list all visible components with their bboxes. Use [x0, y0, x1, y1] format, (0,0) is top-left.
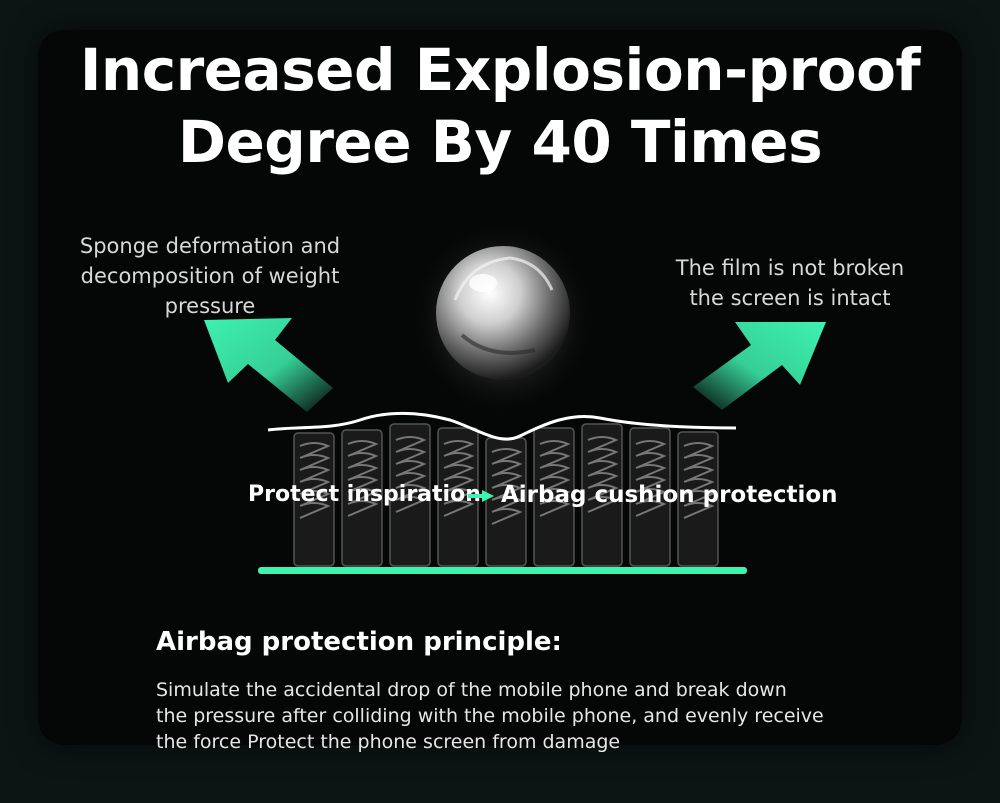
- sponge-deformation-note: Sponge deformation and decomposition of …: [40, 231, 380, 321]
- screen-intact-note: The film is not broken the screen is int…: [640, 253, 940, 313]
- principle-line-1: Simulate the accidental drop of the mobi…: [156, 679, 787, 701]
- right-arrow-small-icon: [468, 490, 494, 502]
- right-arrow-icon: [693, 322, 826, 410]
- headline: Increased Explosion-proof Degree By 40 T…: [0, 34, 1000, 178]
- principle-line-2: the pressure after colliding with the mo…: [156, 705, 824, 727]
- protect-inspiration-label: Protect inspiration: [248, 482, 481, 507]
- airbag-cushion-label: Airbag cushion protection: [501, 482, 838, 508]
- right-note-line-2: the screen is intact: [689, 286, 891, 310]
- right-note-line-1: The film is not broken: [675, 256, 905, 280]
- headline-line-2: Degree By 40 Times: [177, 108, 823, 176]
- principle-heading: Airbag protection principle:: [156, 627, 562, 657]
- principle-description: Simulate the accidental drop of the mobi…: [156, 677, 896, 755]
- diagram-caption: Protect inspiration Airbag cushion prote…: [0, 478, 1000, 512]
- left-arrow-icon: [204, 318, 333, 412]
- left-note-line-3: pressure: [164, 294, 256, 318]
- principle-line-3: the force Protect the phone screen from …: [156, 731, 621, 753]
- steel-ball-icon: [408, 218, 598, 418]
- headline-line-1: Increased Explosion-proof: [79, 36, 921, 104]
- film-wave-line: [267, 411, 737, 441]
- left-note-line-1: Sponge deformation and: [79, 234, 341, 258]
- spring-coils: [299, 436, 715, 525]
- base-bar: [258, 567, 747, 574]
- left-note-line-2: decomposition of weight: [80, 264, 340, 288]
